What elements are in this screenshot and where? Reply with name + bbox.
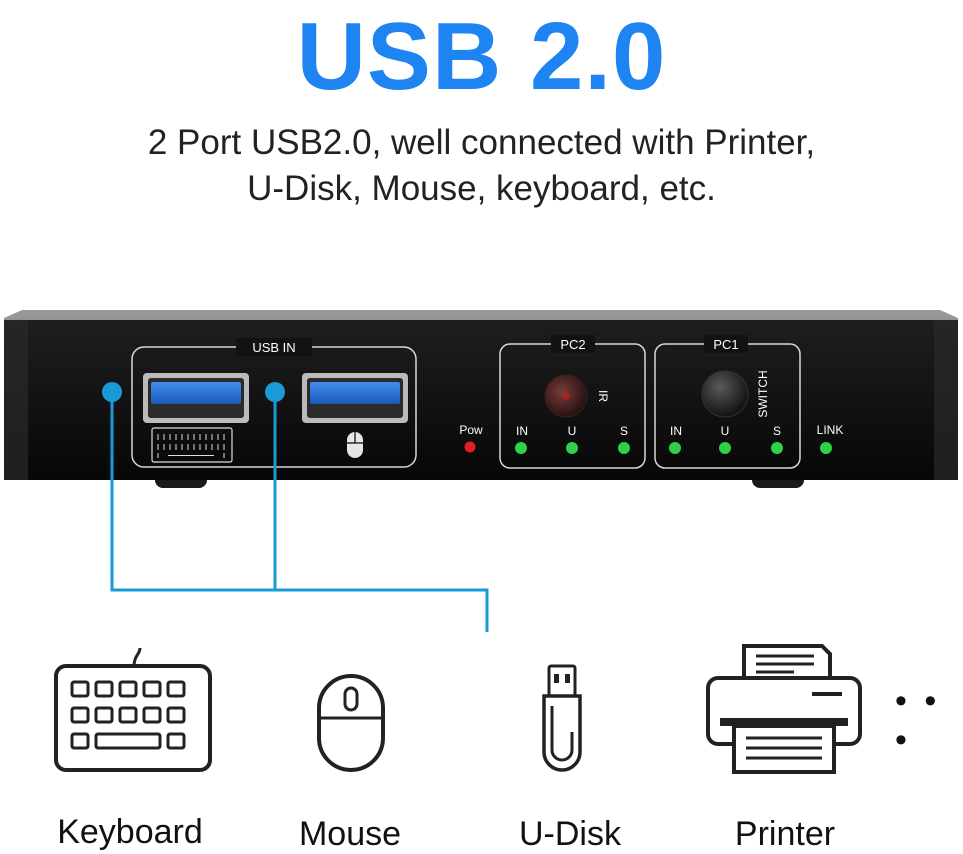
subtitle-line-1: 2 Port USB2.0, well connected with Print… [147, 123, 816, 162]
mouse-caption: Mouse [298, 815, 402, 853]
usb-port-keyboard[interactable] [143, 373, 249, 423]
pc2-led-u [566, 442, 578, 454]
pc2-led-u-label: U [568, 424, 577, 438]
pc1-led-u-label: U [721, 424, 730, 438]
more-devices-ellipsis: • • • [895, 682, 941, 759]
keyboard-caption: Keyboard [57, 813, 203, 851]
pc2-label: PC2 [560, 337, 585, 352]
udisk-icon [542, 664, 582, 772]
pc1-led-in-label: IN [670, 424, 682, 438]
pc1-led-in [669, 442, 681, 454]
pc2-led-s [618, 442, 630, 454]
page-title: USB 2.0 [296, 3, 667, 110]
switch-label: SWITCH [756, 370, 770, 417]
keyboard-icon [54, 647, 212, 772]
page-subtitle: 2 Port USB2.0, well connected with Print… [0, 120, 963, 212]
connector-line-main [110, 392, 489, 632]
link-label: LINK [817, 423, 844, 437]
usb-port-mouse[interactable] [302, 373, 408, 423]
pc1-led-s-label: S [773, 424, 781, 438]
kvm-switch-device: USB IN Pow PC2 IR IN U S PC [4, 310, 958, 488]
usb-in-label: USB IN [252, 340, 295, 355]
pc2-led-in-label: IN [516, 424, 528, 438]
pc1-led-s [771, 442, 783, 454]
printer-caption: Printer [734, 815, 836, 853]
pc1-label: PC1 [713, 337, 738, 352]
connector-lines [110, 392, 489, 632]
pow-label: Pow [459, 423, 483, 437]
keyboard-port-icon [151, 427, 233, 463]
pc1-switch-button[interactable] [701, 370, 749, 418]
pow-led [464, 441, 476, 453]
ir-label: IR [596, 390, 610, 402]
printer-icon [706, 644, 862, 774]
mouse-icon [317, 674, 385, 772]
pc1-led-u [719, 442, 731, 454]
pc2-led-s-label: S [620, 424, 628, 438]
link-led [820, 442, 832, 454]
subtitle-line-2: U-Disk, Mouse, keyboard, etc. [247, 169, 716, 208]
chassis-side-left [4, 320, 28, 480]
chassis-side-right [934, 320, 958, 480]
pc2-led-in [515, 442, 527, 454]
udisk-caption: U-Disk [519, 815, 621, 853]
mouse-port-icon [347, 432, 363, 458]
